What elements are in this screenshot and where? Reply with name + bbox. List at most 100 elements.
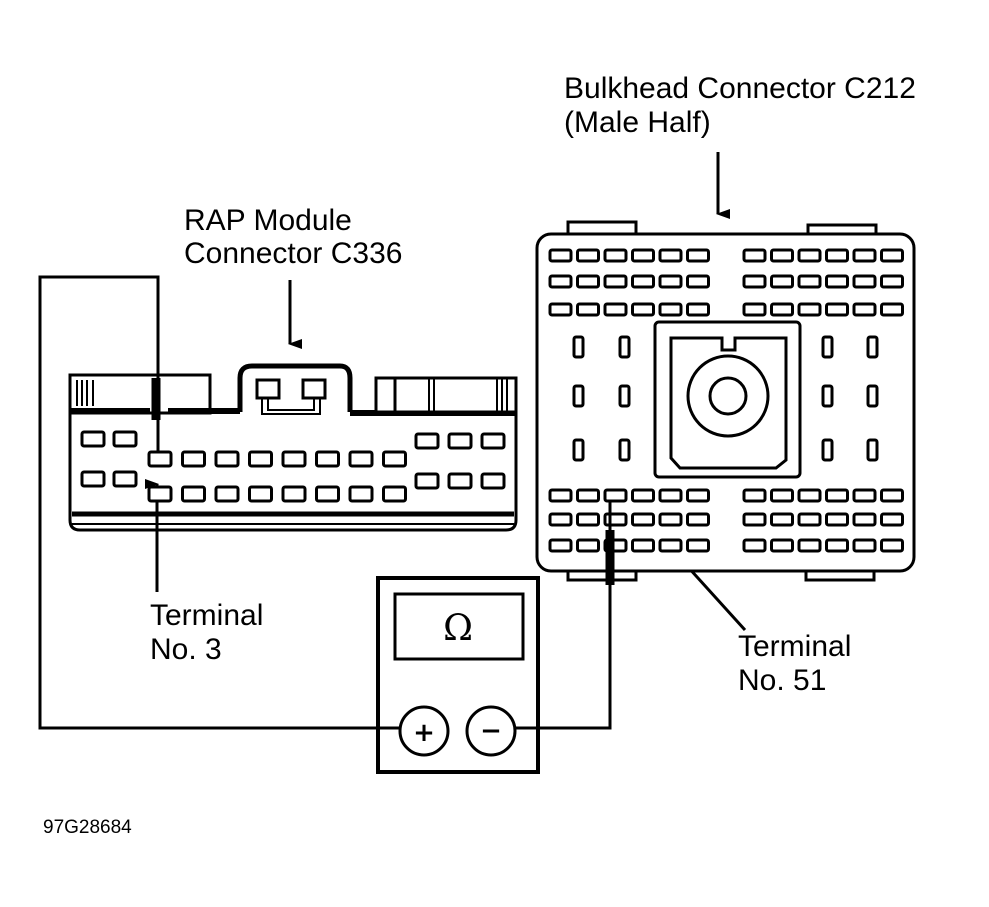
rap-cavity — [181, 450, 206, 468]
ohmmeter — [376, 576, 540, 774]
bulkhead-cavity — [742, 538, 767, 553]
negative-jack — [465, 705, 517, 757]
bulkhead-cavity — [742, 274, 767, 289]
bulkhead-cavity — [548, 538, 573, 553]
bulkhead-cavity — [797, 538, 822, 553]
bulkhead-cavity — [825, 274, 849, 289]
bulkhead-terminal-51 — [603, 488, 628, 503]
positive-jack — [398, 705, 450, 757]
bulkhead-cavity — [797, 512, 822, 527]
rap-cavity — [147, 485, 173, 503]
bulkhead-cavity — [658, 302, 683, 317]
bulkhead-cavity — [548, 512, 573, 527]
bulkhead-cavity — [821, 438, 834, 462]
rap-module-connector — [68, 363, 518, 532]
bulkhead-cavity — [770, 488, 794, 503]
bulkhead-cavity — [686, 302, 710, 317]
bulkhead-label-line2: (Male Half) — [564, 106, 711, 139]
bulkhead-cavity — [576, 248, 600, 263]
rap-cavity — [447, 432, 473, 450]
bulkhead-cavity — [631, 488, 655, 503]
bulkhead-cavity — [658, 274, 683, 289]
bulkhead-cavity — [880, 302, 904, 317]
bulkhead-cavity — [631, 512, 655, 527]
rap-cavity — [414, 432, 440, 450]
terminal-3-label-line1: Terminal — [150, 599, 263, 632]
rap-label-line2: Connector C336 — [184, 237, 402, 270]
ohm-icon: Ω — [443, 608, 473, 649]
bulkhead-cavity — [631, 538, 655, 553]
rap-cavity — [112, 470, 138, 488]
bulkhead-cavity — [548, 248, 573, 263]
bulkhead-cavity — [797, 488, 822, 503]
bulkhead-cavity — [770, 248, 794, 263]
bulkhead-cavity — [825, 248, 849, 263]
rap-cavity — [348, 450, 374, 468]
bulkhead-cavity — [852, 538, 877, 553]
bulkhead-cavity — [686, 274, 710, 289]
bulkhead-cavity — [825, 488, 849, 503]
plus-icon: + — [413, 718, 435, 748]
bulkhead-cavity — [618, 438, 631, 462]
bulkhead-cavity — [603, 512, 628, 527]
terminal-51-label-line1: Terminal — [738, 630, 851, 663]
bulkhead-cavity — [880, 248, 904, 263]
bulkhead-cavity — [631, 274, 655, 289]
bulkhead-cavity — [797, 302, 822, 317]
rap-label-line1: RAP Module — [184, 204, 352, 237]
bulkhead-cavity — [576, 512, 600, 527]
bulkhead-cavity — [852, 512, 877, 527]
minus-icon: − — [480, 716, 502, 746]
rap-cavity — [112, 430, 138, 448]
bulkhead-cavity — [658, 538, 683, 553]
bulkhead-cavity — [742, 302, 767, 317]
bulkhead-cavity — [852, 274, 877, 289]
bulkhead-cavity — [742, 488, 767, 503]
rap-cavity — [80, 430, 106, 448]
bulkhead-cavity — [880, 538, 904, 553]
bulkhead-cavity — [686, 538, 710, 553]
bulkhead-cavity — [576, 274, 600, 289]
bulkhead-cavity — [770, 512, 794, 527]
bulkhead-cavity — [852, 248, 877, 263]
rap-cavity — [248, 485, 273, 503]
bulkhead-cavity — [658, 512, 683, 527]
terminal-51-label-line2: No. 51 — [738, 664, 826, 697]
rap-cavity — [447, 472, 473, 490]
rap-cavity — [480, 432, 506, 450]
bulkhead-cavity — [618, 384, 631, 408]
bulkhead-cavity — [603, 302, 628, 317]
bulkhead-cavity — [866, 384, 879, 408]
bulkhead-cavity — [548, 302, 573, 317]
bulkhead-cavity — [880, 274, 904, 289]
bulkhead-cavity — [603, 248, 628, 263]
figure-id: 97G28684 — [43, 817, 132, 838]
bulkhead-cavity — [631, 248, 655, 263]
bulkhead-connector — [535, 220, 916, 582]
bulkhead-cavity — [576, 538, 600, 553]
bulkhead-cavity-grid — [548, 248, 904, 553]
bulkhead-cavity — [658, 488, 683, 503]
bulkhead-cavity — [852, 488, 877, 503]
bulkhead-cavity — [742, 512, 767, 527]
bulkhead-cavity — [770, 538, 794, 553]
bulkhead-cavity — [658, 248, 683, 263]
bulkhead-cavity — [576, 302, 600, 317]
bulkhead-cavity — [603, 274, 628, 289]
bulkhead-cavity — [548, 274, 573, 289]
rap-cavity — [348, 485, 374, 503]
rap-cavity-grid — [80, 430, 506, 503]
bulkhead-cavity — [572, 438, 585, 462]
bulkhead-cavity — [618, 335, 631, 359]
bulkhead-cavity — [686, 248, 710, 263]
rap-cavity — [480, 472, 506, 490]
rap-cavity — [281, 485, 307, 503]
rap-cavity — [414, 472, 440, 490]
bulkhead-label-line1: Bulkhead Connector C212 — [564, 72, 916, 105]
bulkhead-cavity — [770, 274, 794, 289]
rap-terminal-3 — [147, 450, 173, 468]
positive-test-lead — [38, 275, 400, 730]
bulkhead-cavity — [825, 302, 849, 317]
rap-cavity — [181, 485, 206, 503]
